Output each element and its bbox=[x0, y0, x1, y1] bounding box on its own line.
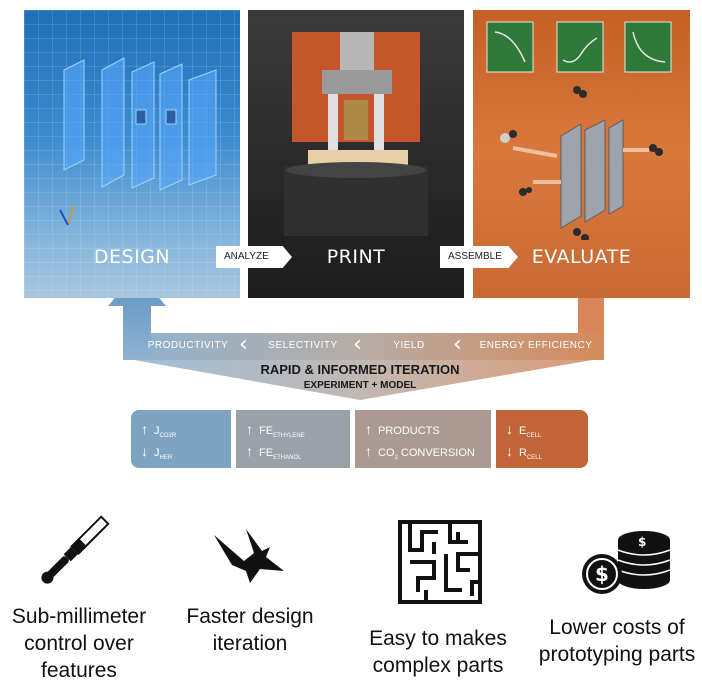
metric-band: PRODUCTIVITY ‹ SELECTIVITY ‹ YIELD ‹ ENE… bbox=[123, 333, 603, 359]
coins-icon: $ $ bbox=[582, 531, 671, 594]
arrow-up-icon: ↑ bbox=[365, 443, 372, 459]
mini-plot-2 bbox=[556, 21, 604, 73]
design-panel: DESIGN bbox=[24, 10, 240, 298]
benefit-complex-parts-text: Easy to makes complex parts bbox=[369, 627, 507, 677]
chevron-left-icon: ‹ bbox=[453, 332, 462, 357]
metric-yield: YIELD bbox=[393, 340, 425, 351]
benefit-lower-costs-text: Lower costs of prototyping parts bbox=[538, 616, 696, 666]
metric-productivity: PRODUCTIVITY bbox=[147, 340, 229, 351]
benefit-submillimeter-text: Sub-millimeter control over features bbox=[11, 605, 147, 682]
chevron-left-icon: ‹ bbox=[239, 332, 248, 357]
assemble-label: ASSEMBLE bbox=[448, 251, 502, 262]
loop-band bbox=[123, 333, 604, 360]
arrow-down-icon: ↓ bbox=[506, 443, 513, 459]
arrow-up-icon: ↑ bbox=[141, 421, 148, 437]
assemble-arrow: ASSEMBLE bbox=[440, 246, 518, 268]
bird-icon bbox=[214, 529, 284, 583]
evaluation-illustration bbox=[486, 21, 672, 240]
iteration-subtitle: EXPERIMENT + MODEL bbox=[303, 380, 417, 391]
loop-left-bar bbox=[123, 302, 151, 360]
arrow-down-icon: ↓ bbox=[141, 443, 148, 459]
svg-text:$: $ bbox=[638, 535, 646, 549]
analyze-label: ANALYZE bbox=[224, 251, 269, 262]
arrow-up-icon: ↑ bbox=[246, 443, 253, 459]
benefit-faster-iteration-text: Faster design iteration bbox=[186, 605, 314, 655]
box-current-density: ↑JCO2R ↓JHER bbox=[131, 410, 231, 468]
loop-funnel bbox=[123, 358, 604, 400]
mini-plot-1 bbox=[486, 21, 534, 73]
arrow-down-icon: ↓ bbox=[506, 421, 513, 437]
mini-plot-3 bbox=[624, 21, 672, 73]
metric-selectivity: SELECTIVITY bbox=[268, 340, 338, 351]
box-faradaic-efficiency: ↑FEETHYLENE ↑FEETHANOL bbox=[236, 410, 350, 468]
maze-icon bbox=[398, 520, 482, 604]
box-products: ↑PRODUCTS ↑CO2 CONVERSION bbox=[355, 410, 491, 468]
cad-exploded-cell-illustration bbox=[59, 57, 217, 226]
svg-text:$: $ bbox=[595, 562, 609, 586]
3d-printer-illustration bbox=[284, 32, 428, 236]
evaluate-panel: EVALUATE bbox=[473, 10, 690, 298]
design-label: DESIGN bbox=[93, 246, 171, 268]
metric-energy-efficiency: ENERGY EFFICIENCY bbox=[479, 340, 593, 351]
arrow-up-icon: ↑ bbox=[365, 421, 372, 437]
print-label: PRINT bbox=[326, 246, 386, 268]
chevron-left-icon: ‹ bbox=[353, 332, 362, 357]
arrow-up-icon: ↑ bbox=[246, 421, 253, 437]
iteration-title: RAPID & INFORMED ITERATION bbox=[260, 362, 460, 377]
evaluate-label: EVALUATE bbox=[531, 246, 632, 268]
chisel-icon bbox=[41, 515, 110, 584]
analyze-arrow: ANALYZE bbox=[216, 246, 292, 268]
electrolyzer-cell bbox=[560, 119, 624, 229]
box-cell-voltage: ↓ECELL ↓RCELL bbox=[496, 410, 588, 468]
